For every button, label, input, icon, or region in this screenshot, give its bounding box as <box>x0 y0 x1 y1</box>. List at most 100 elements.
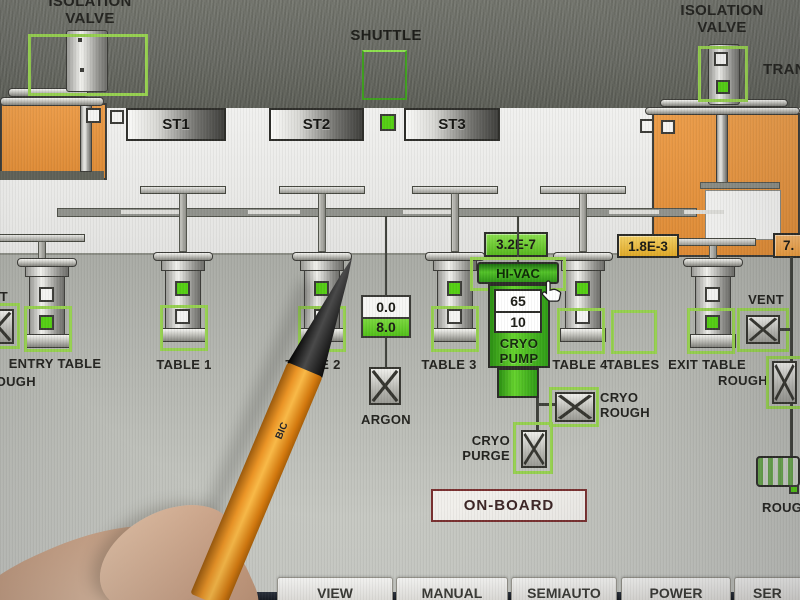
view-button[interactable]: VIEW <box>277 577 393 600</box>
semiauto-button[interactable]: SEMIAUTO <box>511 577 617 600</box>
station-plate-st2[interactable]: ST2 <box>269 108 364 141</box>
table4-ind-top <box>575 281 590 296</box>
exit-ind-bottom <box>705 315 720 330</box>
power-button[interactable]: POWER <box>621 577 731 600</box>
cryo-rough-selection <box>549 387 599 427</box>
exit-valve-flange-lower <box>645 107 800 115</box>
argon-flow-readout: 0.0 8.0 <box>361 295 411 338</box>
cryo-line-vertical <box>536 398 539 432</box>
cryo-rough-label-1: CRYO <box>600 390 639 405</box>
transfer-label-partial: TRANS <box>763 61 800 78</box>
cryo-purge-selection <box>513 422 553 474</box>
table4-selection <box>557 308 605 354</box>
entry-valve-selection-box <box>28 34 148 96</box>
vent-label-left: VENT <box>0 289 8 304</box>
rough-valve-right[interactable] <box>772 361 797 404</box>
cryo-purge-label-1: CRYO <box>471 433 510 448</box>
hanger-entry <box>0 234 85 260</box>
argon-line-lower <box>385 338 387 368</box>
entry-isolation-valve-label: ISOLATION VALVE <box>48 0 132 27</box>
table1-selection <box>160 305 208 351</box>
entry-ind-bottom <box>39 315 54 330</box>
exit-table-pedestal[interactable] <box>683 258 743 348</box>
table4-pedestal[interactable] <box>553 252 613 342</box>
entry-valve-indicator-closed <box>80 68 84 72</box>
st1-left-indicator <box>110 110 124 124</box>
table1-pedestal[interactable] <box>153 252 213 342</box>
entry-valve-indicator-open <box>78 38 82 42</box>
cryo-purge-valve[interactable] <box>521 430 547 468</box>
table3-selection <box>431 306 479 352</box>
exit-valve-indicator-open <box>714 52 728 66</box>
argon-label: ARGON <box>361 412 411 427</box>
table4-label: TABLE 4 <box>552 357 608 372</box>
roughing-pump <box>756 456 800 487</box>
table3-label: TABLE 3 <box>421 357 477 372</box>
entry-table-label: ENTRY TABLE <box>8 356 102 371</box>
roughing-pump-indicator <box>789 485 799 494</box>
table1-ind-top <box>175 281 190 296</box>
hanger-table1 <box>140 186 226 252</box>
vent-pipe <box>779 328 793 331</box>
table1-label: TABLE 1 <box>156 357 212 372</box>
entry-table-pedestal[interactable] <box>17 258 77 348</box>
onboard-button[interactable]: ON-BOARD <box>431 489 587 522</box>
shuttle-label: SHUTTLE <box>350 27 422 44</box>
exit-valve-indicator-closed <box>716 80 730 94</box>
vent-valve-right[interactable] <box>746 315 780 344</box>
argon-value-setpoint: 8.0 <box>363 316 409 336</box>
shuttle-position-box[interactable] <box>362 50 407 100</box>
pen-brand-logo: BIC <box>273 420 291 442</box>
exit-isolation-valve-label: ISOLATION VALVE <box>680 2 764 36</box>
station-plate-st3[interactable]: ST3 <box>404 108 500 141</box>
cryo-rough-valve[interactable] <box>555 392 595 422</box>
rough-pressure-gauge: 1.8E-3 <box>617 234 679 258</box>
rough-label-right: ROUGH <box>718 373 768 388</box>
entry-table-selection <box>24 306 72 352</box>
entry-ind-top <box>39 287 54 302</box>
entry-valve-flange-upper <box>8 88 88 97</box>
transport-rail <box>57 208 724 217</box>
exit-valve-selection-box <box>698 46 748 102</box>
cryo-rough-label-2: ROUGH <box>600 405 650 420</box>
exit-valve-stem <box>716 114 728 184</box>
entry-valve-flange-lower <box>0 97 104 106</box>
argon-value-actual: 0.0 <box>363 297 409 317</box>
cryo-temp-readouts: 65 10 <box>494 289 542 333</box>
exit-chamber-slot <box>705 190 781 240</box>
rough-selection-right <box>766 356 800 409</box>
rough-label-left: ROUGH <box>0 374 36 389</box>
hivac-pressure-gauge: 3.2E-7 <box>484 232 548 257</box>
tables-label: TABLES <box>606 357 660 372</box>
exit-table-selection <box>687 308 735 354</box>
tables-empty-slot[interactable] <box>611 310 657 354</box>
exit-valve-base-bar <box>700 182 780 189</box>
entry-door-indicator <box>86 108 101 123</box>
hanger-table4 <box>540 186 626 252</box>
cryo-stage1-temp: 65 <box>510 293 526 309</box>
argon-line-upper <box>385 216 387 296</box>
argon-valve[interactable] <box>369 367 401 405</box>
cryo-drop-line <box>517 216 519 263</box>
table1-ind-bottom <box>175 309 190 324</box>
service-button[interactable]: SER <box>734 577 800 600</box>
exit-ind-top <box>705 287 720 302</box>
station-plate-st1[interactable]: ST1 <box>126 108 226 141</box>
table3-ind-bottom <box>447 309 462 324</box>
cryo-purge-label-2: PURGE <box>462 448 510 463</box>
top-dark-band <box>0 0 800 108</box>
vent-selection-left <box>0 303 20 349</box>
vent-valve-left[interactable] <box>0 309 14 344</box>
cryo-pump-label-1: CRYO <box>499 336 539 351</box>
shuttle-at-station-indicator <box>380 114 396 131</box>
exit-table-label: EXIT TABLE <box>668 357 746 372</box>
hanger-table2 <box>279 186 365 252</box>
manual-button[interactable]: MANUAL <box>396 577 508 600</box>
hivac-valve[interactable]: HI-VAC <box>477 262 559 284</box>
table3-pedestal[interactable] <box>425 252 485 342</box>
hand-cursor-icon <box>540 279 562 305</box>
table3-ind-top <box>447 281 462 296</box>
entry-isolation-valve-body[interactable] <box>66 30 108 92</box>
cryo-pump-label-2: PUMP <box>499 351 539 366</box>
entry-chamber-lip <box>0 171 104 180</box>
